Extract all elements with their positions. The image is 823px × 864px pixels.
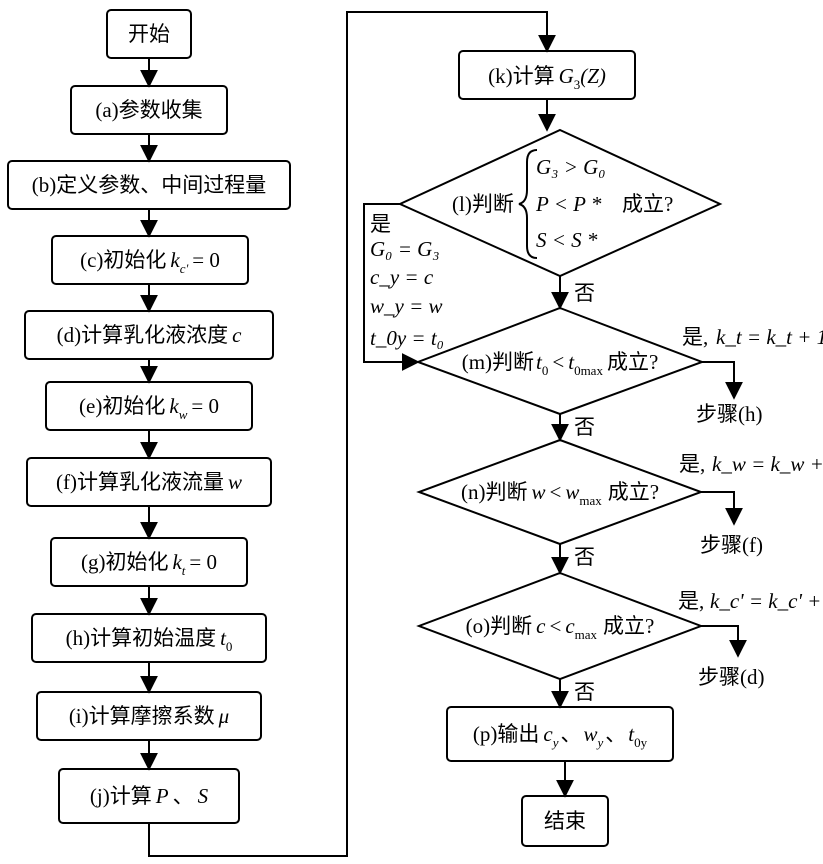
edge-o-yes-label: 是,: [678, 589, 704, 613]
edge-n-yes: [701, 492, 734, 524]
node-f: (f)计算乳化液流量w: [27, 458, 271, 506]
edge-m-yes: [702, 362, 734, 398]
node-a-label: (a)参数收集: [95, 98, 202, 122]
edge-m-yes-update: k_t = k_t + 1: [716, 325, 823, 349]
node-j-label: (j)计算P、S: [90, 784, 209, 808]
node-l: (l)判断 G₃ > G₀ P < P * S < S * 成立?: [400, 130, 720, 276]
edge-o-yes-update: k_c' = k_c' + 1: [710, 589, 823, 613]
edge-o-p-label: 否: [574, 680, 595, 704]
edge-l-yes-label: 是: [370, 212, 391, 236]
node-o-label: (o)判断c<cmax成立?: [466, 614, 655, 642]
edge-n-yes-target: 步骤(f): [700, 533, 763, 557]
node-l-cond1: G₃ > G₀: [536, 155, 606, 179]
edge-o-yes-target: 步骤(d): [698, 665, 765, 689]
edge-n-o-label: 否: [574, 545, 595, 569]
node-i: (i)计算摩擦系数μ: [37, 692, 261, 740]
edge-n-yes-update: k_w = k_w + 1: [712, 452, 823, 476]
node-l-prefix: (l)判断: [452, 192, 514, 216]
node-a: (a)参数收集: [71, 86, 227, 134]
node-e: (e)初始化kw= 0: [46, 382, 252, 430]
node-h-label: (h)计算初始温度t0: [66, 626, 233, 654]
node-p: (p)输出cy、wy、t0y: [447, 707, 673, 761]
node-start: 开始: [107, 10, 191, 58]
node-b: (b)定义参数、中间过程量: [8, 161, 290, 209]
node-end: 结束: [522, 796, 608, 846]
node-h: (h)计算初始温度t0: [32, 614, 266, 662]
node-o: (o)判断c<cmax成立?: [419, 573, 701, 679]
node-e-label: (e)初始化kw= 0: [79, 394, 219, 422]
node-g: (g)初始化kt= 0: [51, 538, 247, 586]
node-m-label: (m)判断t0<t0max成立?: [462, 350, 659, 378]
node-j: (j)计算P、S: [59, 769, 239, 823]
node-l-suffix: 成立?: [622, 192, 673, 216]
edge-n-yes-label: 是,: [679, 452, 705, 476]
edge-l-assign-4: t_0y = t₀: [370, 326, 444, 350]
edge-m-yes-label: 是,: [682, 325, 708, 349]
node-c: (c)初始化kc'= 0: [52, 236, 248, 284]
node-n: (n)判断w<wmax成立?: [419, 440, 701, 544]
edge-m-yes-target: 步骤(h): [696, 402, 763, 426]
node-l-cond2: P < P *: [535, 192, 602, 216]
node-c-label: (c)初始化kc'= 0: [80, 248, 220, 276]
edge-m-n-label: 否: [574, 415, 595, 439]
node-start-label: 开始: [128, 22, 170, 46]
node-m: (m)判断t0<t0max成立?: [418, 308, 702, 414]
edge-l-m-label: 否: [574, 281, 595, 305]
node-d-label: (d)计算乳化液浓度c: [57, 323, 243, 347]
edge-l-assign-2: c_y = c: [370, 265, 434, 289]
node-i-label: (i)计算摩擦系数μ: [69, 704, 229, 728]
node-d: (d)计算乳化液浓度c: [25, 311, 273, 359]
node-k: (k)计算G3(Z): [459, 51, 635, 99]
node-end-label: 结束: [544, 809, 586, 833]
node-n-label: (n)判断w<wmax成立?: [461, 480, 659, 508]
edge-o-yes: [701, 626, 738, 656]
node-b-label: (b)定义参数、中间过程量: [32, 173, 267, 197]
node-l-cond3: S < S *: [536, 228, 598, 252]
node-k-label: (k)计算G3(Z): [488, 64, 606, 92]
node-f-label: (f)计算乳化液流量w: [56, 470, 242, 494]
edge-l-assign-3: w_y = w: [370, 294, 443, 318]
node-g-label: (g)初始化kt= 0: [81, 550, 217, 578]
edge-l-assign-1: G₀ = G₃: [370, 237, 440, 261]
node-p-label: (p)输出cy、wy、t0y: [473, 722, 648, 750]
